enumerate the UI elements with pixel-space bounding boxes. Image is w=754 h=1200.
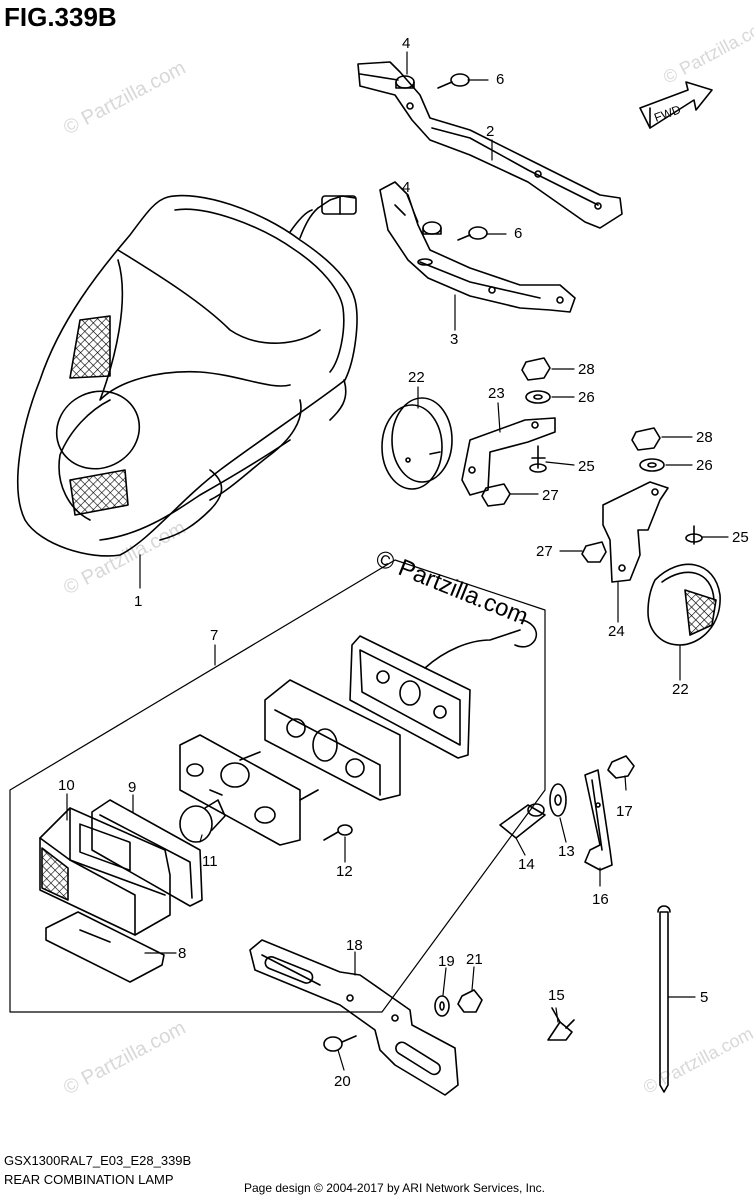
fig-title: FIG.339B (4, 2, 117, 32)
callout-23: 23 (488, 385, 505, 402)
nut (521, 357, 551, 381)
lamp-gasket (349, 619, 538, 759)
nut (631, 427, 661, 451)
callout-15: 15 (548, 987, 565, 1004)
washer (434, 995, 450, 1017)
callout-21: 21 (466, 951, 483, 968)
callout-20: 20 (334, 1073, 351, 1090)
callout-labels: 4 6 2 4 6 3 1 22 23 28 26 25 27 28 26 25… (58, 35, 749, 1090)
fwd-arrow (639, 81, 713, 129)
callout-26: 26 (578, 389, 595, 406)
bolt (395, 75, 415, 89)
callout-27: 27 (542, 487, 559, 504)
callout-26: 26 (696, 457, 713, 474)
callout-22: 22 (672, 681, 689, 698)
figure-code: GSX1300RAL7_E03_E28_339B (4, 1153, 192, 1168)
callout-13: 13 (558, 843, 575, 860)
callout-7: 7 (210, 627, 218, 644)
callout-10: 10 (58, 777, 75, 794)
callout-27: 27 (536, 543, 553, 560)
leader-lines (66, 51, 729, 1071)
nut (581, 541, 607, 563)
callout-1: 1 (134, 593, 142, 610)
bolt (529, 445, 547, 473)
bulb (179, 799, 226, 843)
callout-28: 28 (578, 361, 595, 378)
spacer (499, 803, 546, 839)
callout-25: 25 (578, 458, 595, 475)
bracket-upper (357, 61, 623, 229)
callout-11: 11 (202, 853, 218, 870)
fwd-label: FWD (652, 102, 683, 125)
screw (323, 1035, 357, 1052)
callout-2: 2 (486, 123, 494, 140)
reflector-bracket-left (461, 417, 556, 496)
figure-name: REAR COMBINATION LAMP (4, 1172, 174, 1187)
screw (437, 73, 470, 89)
nut (457, 989, 483, 1013)
callout-14: 14 (518, 856, 535, 873)
cable-tie (657, 905, 671, 1093)
nut (481, 483, 511, 507)
group-outline (9, 559, 546, 1013)
license-lamp-lens (39, 807, 171, 936)
callout-12: 12 (336, 863, 353, 880)
callout-6: 6 (514, 225, 522, 242)
callout-4: 4 (402, 35, 410, 52)
callout-9: 9 (128, 779, 136, 796)
license-plate-bracket (249, 939, 459, 1096)
callout-17: 17 (616, 803, 633, 820)
washer (549, 783, 567, 817)
callout-8: 8 (178, 945, 186, 962)
bracket-right (602, 481, 669, 583)
washer (639, 458, 665, 472)
nut (607, 755, 635, 779)
license-lamp-lens-plate (45, 911, 165, 983)
lens-gasket (91, 799, 203, 907)
bolt (422, 221, 442, 235)
bolt (685, 525, 703, 545)
clip (547, 1007, 575, 1041)
callout-18: 18 (346, 937, 363, 954)
callout-6: 6 (496, 71, 504, 88)
washer (525, 390, 551, 404)
callout-16: 16 (592, 891, 609, 908)
tail-lamp-housing (17, 194, 358, 557)
callout-25: 25 (732, 529, 749, 546)
screw (323, 824, 353, 841)
bulb-socket (179, 734, 319, 846)
callout-4: 4 (402, 179, 410, 196)
lamp-socket-base (264, 679, 401, 801)
callout-28: 28 (696, 429, 713, 446)
harness-clamp (584, 769, 613, 871)
callout-3: 3 (450, 331, 458, 348)
screw (457, 226, 488, 241)
reflector-right (647, 563, 721, 646)
copyright: Page design © 2004-2017 by ARI Network S… (244, 1181, 546, 1195)
callout-19: 19 (438, 953, 455, 970)
callout-5: 5 (700, 989, 708, 1006)
reflector-left (381, 397, 453, 490)
callout-24: 24 (608, 623, 625, 640)
callout-22: 22 (408, 369, 425, 386)
